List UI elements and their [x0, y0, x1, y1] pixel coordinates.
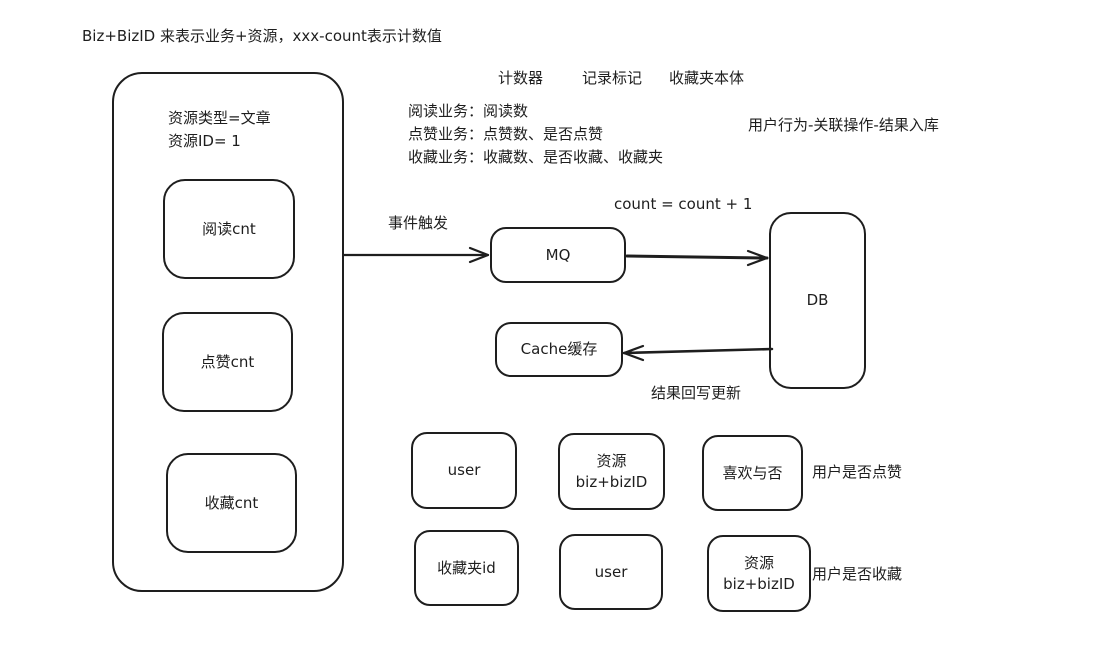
- legend-row-favorite: 收藏业务：收藏数、是否收藏、收藏夹: [408, 148, 664, 166]
- resource-id: 资源ID= 1: [168, 132, 241, 150]
- favorite-field-resource-line1: 资源: [743, 553, 774, 572]
- like-field-liked: 喜欢与否: [702, 435, 803, 511]
- page-title: Biz+BizID 来表示业务+资源，xxx-count表示计数值: [82, 27, 442, 45]
- favorite-record-caption: 用户是否收藏: [812, 565, 903, 583]
- mq-label: MQ: [545, 245, 571, 264]
- resource-panel: [112, 72, 344, 592]
- like-field-liked-label: 喜欢与否: [722, 463, 783, 482]
- favorite-field-resource-line2: biz+bizID: [723, 574, 795, 593]
- counter-favorite-label: 收藏cnt: [204, 493, 259, 512]
- counter-read: 阅读cnt: [163, 179, 295, 279]
- counter-like-label: 点赞cnt: [200, 352, 255, 371]
- favorite-field-folder-id: 收藏夹id: [414, 530, 519, 606]
- mq-to-db-arrow: [625, 254, 769, 260]
- mq-to-db-arrow-head: [746, 249, 769, 267]
- db-to-cache-arrow: [622, 347, 774, 355]
- writeback-label: 结果回写更新: [651, 384, 742, 402]
- favorite-field-folder-id-label: 收藏夹id: [437, 558, 496, 577]
- db-to-cache-arrow-head: [622, 344, 645, 362]
- favorite-field-user-label: user: [594, 562, 628, 581]
- like-field-resource: 资源 biz+bizID: [558, 433, 665, 510]
- like-field-user-label: user: [447, 461, 481, 479]
- formula-label: count = count + 1: [614, 195, 753, 213]
- legend-row-like: 点赞业务：点赞数、是否点赞: [408, 125, 604, 143]
- favorite-field-resource: 资源 biz+bizID: [707, 535, 811, 612]
- legend-column-counter: 计数器: [498, 69, 544, 87]
- like-field-resource-line2: biz+bizID: [575, 472, 648, 491]
- db-box: DB: [769, 212, 866, 389]
- like-field-user: user: [411, 432, 517, 509]
- mq-box: MQ: [490, 227, 626, 283]
- legend-row-read: 阅读业务：阅读数: [408, 102, 529, 120]
- counter-read-label: 阅读cnt: [202, 219, 256, 238]
- db-label: DB: [806, 291, 829, 309]
- favorite-field-user: user: [559, 534, 663, 610]
- legend-column-favorite-folder: 收藏夹本体: [669, 69, 745, 87]
- event-trigger-label: 事件触发: [388, 214, 449, 232]
- resource-type: 资源类型=文章: [168, 109, 271, 127]
- like-field-resource-line1: 资源: [596, 451, 627, 470]
- event-arrow-head: [468, 246, 490, 264]
- legend-column-record-flag: 记录标记: [582, 69, 643, 87]
- like-record-caption: 用户是否点赞: [812, 463, 903, 481]
- flow-summary: 用户行为-关联操作-结果入库: [748, 116, 939, 134]
- cache-label: Cache缓存: [520, 340, 598, 358]
- counter-like: 点赞cnt: [162, 312, 293, 412]
- cache-box: Cache缓存: [495, 322, 623, 377]
- counter-favorite: 收藏cnt: [166, 453, 297, 553]
